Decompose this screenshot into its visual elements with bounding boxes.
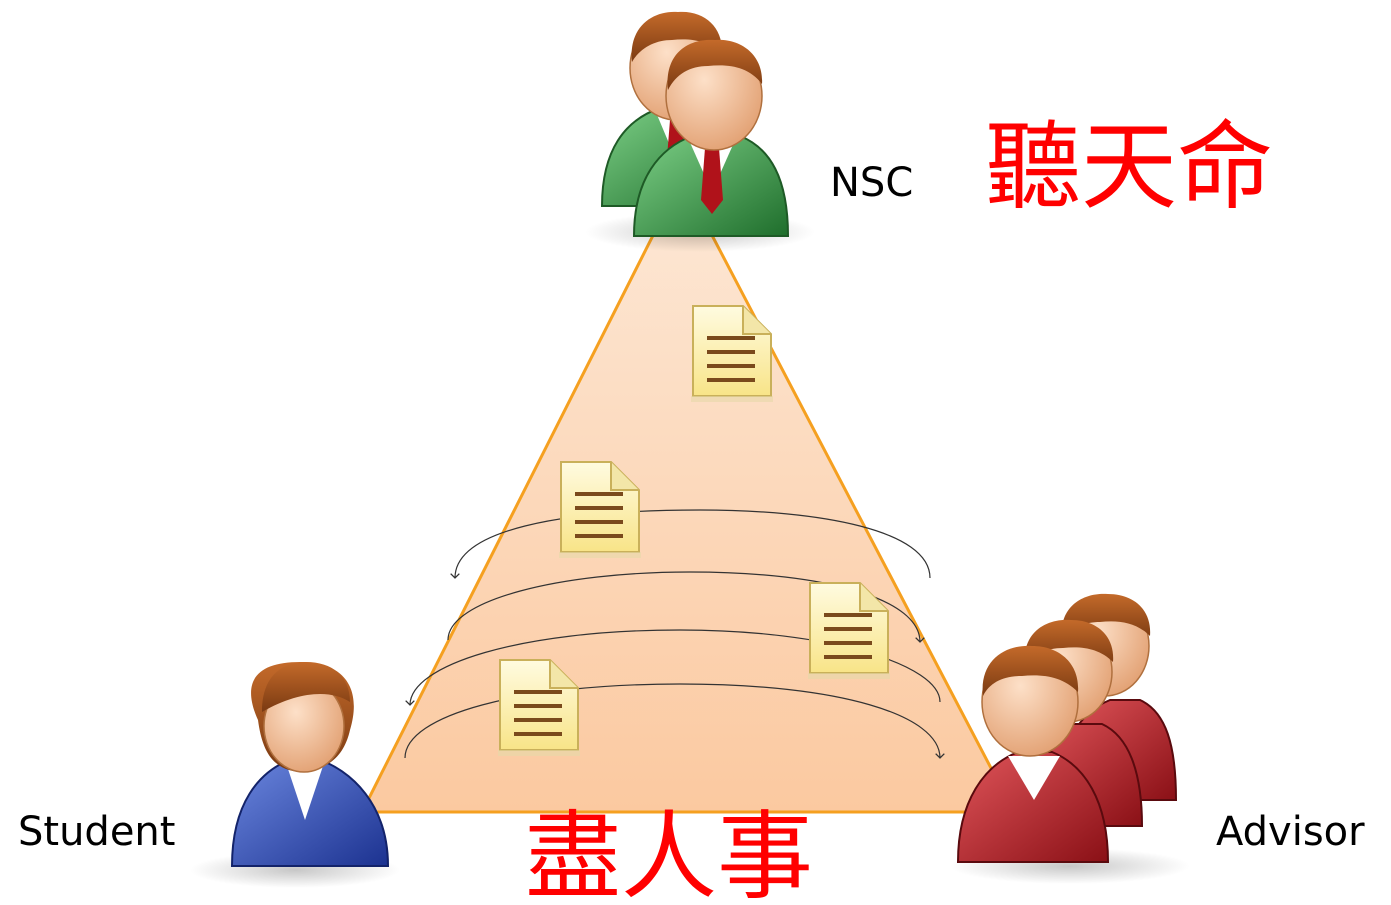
top-caption: 聽天命 [985,111,1273,223]
advisor-group-icon [950,593,1190,884]
curved-arrow-icon [404,509,945,759]
document-icon [690,305,774,403]
student-label: Student [18,809,175,855]
nsc-label: NSC [830,160,913,206]
triangle-area [359,174,1017,814]
bottom-caption: 盡人事 [525,801,813,905]
student-person-icon [190,662,400,888]
advisor-label: Advisor [1216,809,1365,855]
nsc-person-icon [585,11,815,252]
